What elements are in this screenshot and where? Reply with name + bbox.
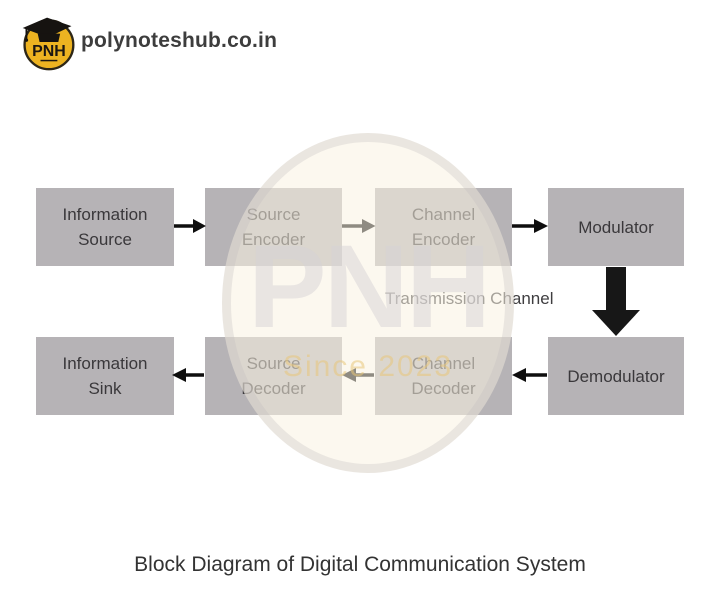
arrow-left-icon xyxy=(172,368,204,382)
transmission-channel-label: Transmission Channel xyxy=(385,289,554,308)
block-source-decoder: Source Decoder xyxy=(205,337,342,415)
pnh-logo-icon: PNH xyxy=(22,17,75,71)
block-information-source: Information Source xyxy=(36,188,174,266)
block-channel-decoder: Channel Decoder xyxy=(375,337,512,415)
arrow-right-icon xyxy=(174,219,206,233)
arrow-right-icon xyxy=(342,219,376,233)
diagram-caption: Block Diagram of Digital Communication S… xyxy=(134,553,586,576)
block-source-encoder: Source Encoder xyxy=(205,188,342,266)
arrow-left-icon xyxy=(342,368,374,382)
arrow-down-thick-icon xyxy=(592,267,640,336)
header: PNH polynoteshub.co.in xyxy=(0,0,720,80)
brand-text: polynoteshub.co.in xyxy=(81,29,278,52)
arrow-left-icon xyxy=(512,368,547,382)
block-information-sink: Information Sink xyxy=(36,337,174,415)
block-demodulator: Demodulator xyxy=(548,337,684,415)
block-modulator: Modulator xyxy=(548,188,684,266)
graduation-cap-icon xyxy=(22,17,72,38)
logo-monogram: PNH xyxy=(32,43,66,60)
arrow-right-icon xyxy=(512,219,548,233)
block-channel-encoder: Channel Encoder xyxy=(375,188,512,266)
